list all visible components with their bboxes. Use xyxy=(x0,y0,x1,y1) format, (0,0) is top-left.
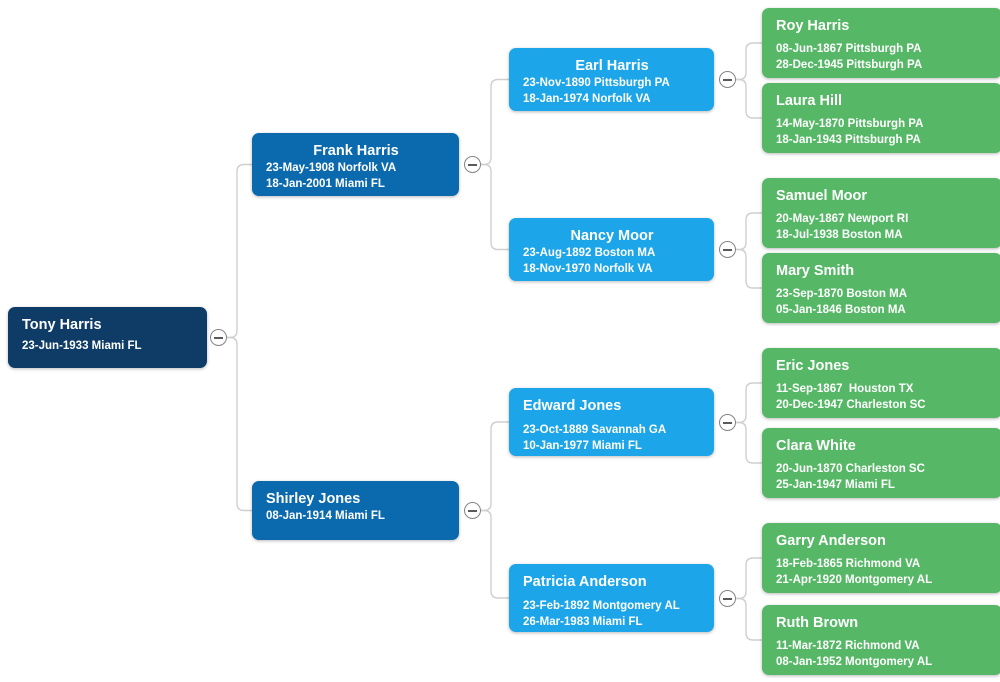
person-node-shirley-jones[interactable]: Shirley Jones 08-Jan-1914 Miami FL xyxy=(252,481,459,540)
connector-nancy-to-samuel xyxy=(736,212,762,251)
person-dates: 08-Jun-1867 Pittsburgh PA 28-Dec-1945 Pi… xyxy=(776,43,923,71)
person-name: Earl Harris xyxy=(575,58,649,74)
person-name: Shirley Jones xyxy=(266,491,361,507)
collapse-toggle-edward-jones[interactable] xyxy=(719,414,736,431)
connector-earl-to-laura xyxy=(736,78,762,119)
connector-shirley-to-patricia xyxy=(481,509,509,599)
person-name: Roy Harris xyxy=(776,18,850,34)
person-name: Samuel Moor xyxy=(776,188,868,204)
person-name: Eric Jones xyxy=(776,358,850,374)
person-dates: 23-Feb-1892 Montgomery AL 26-Mar-1983 Mi… xyxy=(523,600,680,628)
person-dates: 23-Sep-1870 Boston MA 05-Jan-1846 Boston… xyxy=(776,288,908,316)
person-node-laura-hill[interactable]: Laura Hill 14-May-1870 Pittsburgh PA 18-J… xyxy=(762,83,1000,153)
person-name: Laura Hill xyxy=(776,93,843,109)
person-dates: 20-Jun-1870 Charleston SC 25-Jan-1947 Mi… xyxy=(776,463,925,491)
person-name: Mary Smith xyxy=(776,263,855,279)
person-node-mary-smith[interactable]: Mary Smith 23-Sep-1870 Boston MA 05-Jan-1… xyxy=(762,253,1000,323)
person-dates: 23-Jun-1933 Miami FL xyxy=(22,340,142,353)
person-dates: 23-Aug-1892 Boston MA 18-Nov-1970 Norfol… xyxy=(523,247,656,275)
collapse-toggle-shirley-jones[interactable] xyxy=(464,502,481,519)
person-node-eric-jones[interactable]: Eric Jones 11-Sep-1867 Houston TX 20-Dec-… xyxy=(762,348,1000,418)
person-name: Patricia Anderson xyxy=(523,574,647,590)
person-name: Frank Harris xyxy=(313,143,399,159)
collapse-toggle-earl-harris[interactable] xyxy=(719,71,736,88)
connector-tony-to-shirley xyxy=(227,336,252,512)
person-dates: 23-Oct-1889 Savannah GA 10-Jan-1977 Miam… xyxy=(523,424,667,452)
connector-edward-to-eric xyxy=(736,382,762,424)
person-dates: 11-Mar-1872 Richmond VA 08-Jan-1952 Mont… xyxy=(776,640,933,668)
person-node-garry-anderson[interactable]: Garry Anderson 18-Feb-1865 Richmond VA 21… xyxy=(762,523,1000,593)
person-name: Tony Harris xyxy=(22,317,102,333)
person-dates: 20-May-1867 Newport RI 18-Jul-1938 Bosto… xyxy=(776,213,909,241)
connector-nancy-to-mary xyxy=(736,248,762,289)
person-dates: 11-Sep-1867 Houston TX 20-Dec-1947 Charl… xyxy=(776,383,926,411)
connector-edward-to-clara xyxy=(736,421,762,464)
person-dates: 14-May-1870 Pittsburgh PA 18-Jan-1943 Pi… xyxy=(776,118,924,146)
person-node-ruth-brown[interactable]: Ruth Brown 11-Mar-1872 Richmond VA 08-Jan… xyxy=(762,605,1000,675)
person-dates: 08-Jan-1914 Miami FL xyxy=(266,510,385,523)
person-node-samuel-moor[interactable]: Samuel Moor 20-May-1867 Newport RI 18-Jul… xyxy=(762,178,1000,248)
person-node-frank-harris[interactable]: Frank Harris 23-May-1908 Norfolk VA 18-Ja… xyxy=(252,133,459,196)
person-node-earl-harris[interactable]: Earl Harris 23-Nov-1890 Pittsburgh PA 18-… xyxy=(509,48,714,111)
person-node-patricia-anderson[interactable]: Patricia Anderson 23-Feb-1892 Montgomery … xyxy=(509,564,714,632)
collapse-toggle-frank-harris[interactable] xyxy=(464,156,481,173)
person-dates: 18-Feb-1865 Richmond VA 21-Apr-1920 Mont… xyxy=(776,558,933,586)
collapse-toggle-nancy-moor[interactable] xyxy=(719,241,736,258)
person-node-roy-harris[interactable]: Roy Harris 08-Jun-1867 Pittsburgh PA 28-D… xyxy=(762,8,1000,78)
person-dates: 23-May-1908 Norfolk VA 18-Jan-2001 Miami… xyxy=(266,162,397,190)
collapse-toggle-tony-harris[interactable] xyxy=(210,329,227,346)
connector-shirley-to-edward xyxy=(481,421,509,512)
person-name: Clara White xyxy=(776,438,856,454)
person-node-edward-jones[interactable]: Edward Jones 23-Oct-1889 Savannah GA 10-J… xyxy=(509,388,714,456)
collapse-toggle-patricia-anderson[interactable] xyxy=(719,590,736,607)
connector-frank-to-nancy xyxy=(481,163,509,251)
connector-tony-to-frank xyxy=(227,163,252,339)
connector-frank-to-earl xyxy=(481,78,509,166)
person-node-tony-harris[interactable]: Tony Harris 23-Jun-1933 Miami FL xyxy=(8,307,207,368)
person-name: Garry Anderson xyxy=(776,533,886,549)
person-name: Edward Jones xyxy=(523,398,622,414)
person-dates: 23-Nov-1890 Pittsburgh PA 18-Jan-1974 No… xyxy=(523,77,670,105)
connector-earl-to-roy xyxy=(736,42,762,81)
connector-patricia-to-ruth xyxy=(736,597,762,641)
person-name: Ruth Brown xyxy=(776,615,859,631)
person-node-nancy-moor[interactable]: Nancy Moor 23-Aug-1892 Boston MA 18-Nov-1… xyxy=(509,218,714,281)
person-node-clara-white[interactable]: Clara White 20-Jun-1870 Charleston SC 25-… xyxy=(762,428,1000,498)
person-name: Nancy Moor xyxy=(570,228,654,244)
connector-patricia-to-garry xyxy=(736,557,762,600)
